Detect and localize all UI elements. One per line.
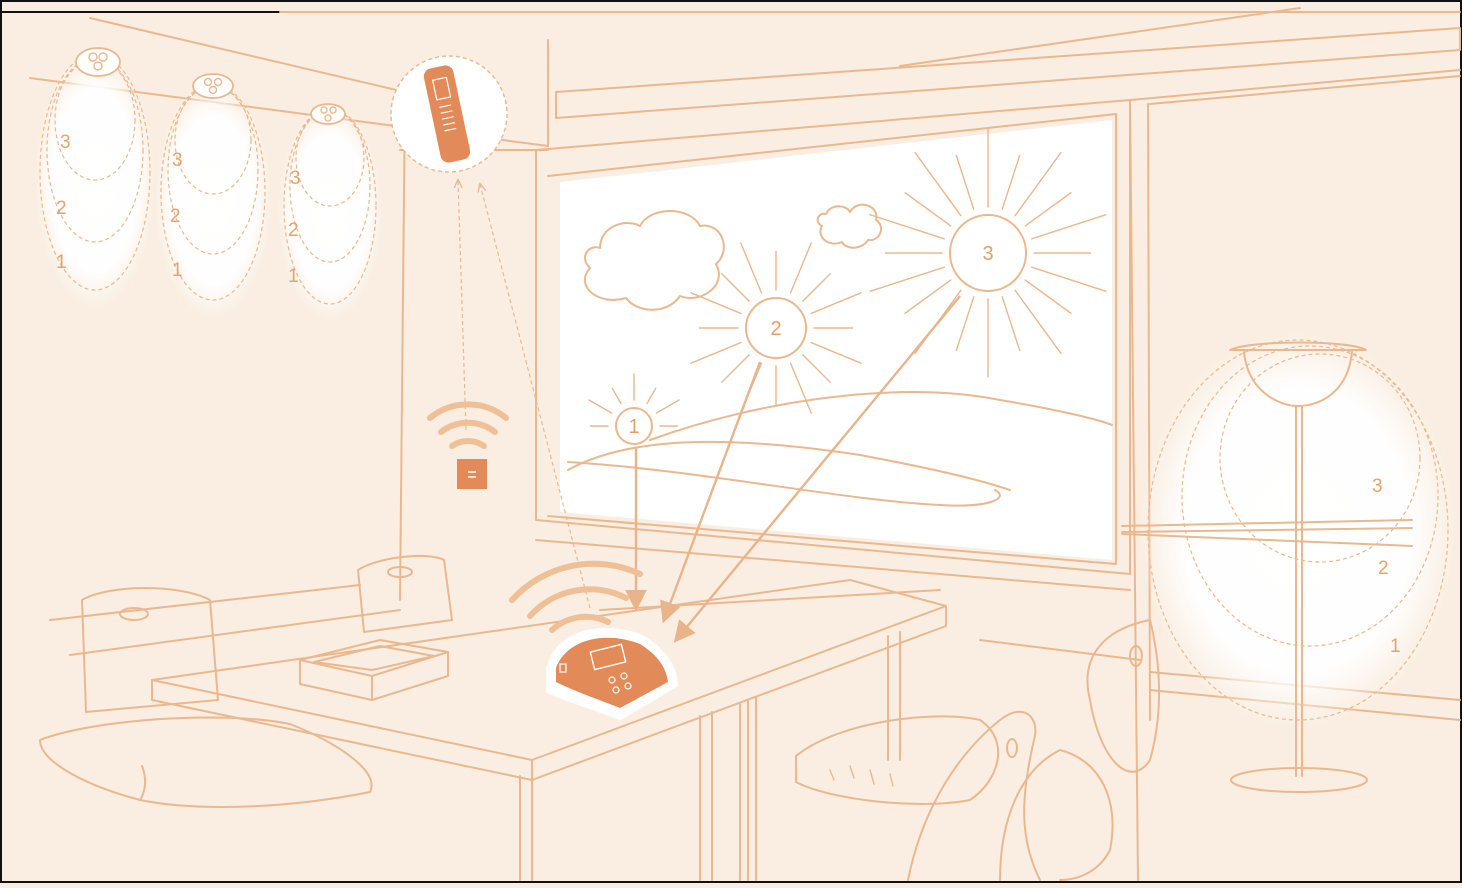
chair-back xyxy=(358,556,452,632)
level-3-label: 3 xyxy=(1372,476,1383,497)
signal-waves xyxy=(512,564,640,630)
level-1-label: 1 xyxy=(1390,636,1401,657)
controller-icon xyxy=(550,632,674,716)
level-3-label: 3 xyxy=(172,150,183,171)
sun-3-label: 3 xyxy=(982,243,993,265)
sun-1-label: 1 xyxy=(628,416,639,438)
level-2-label: 2 xyxy=(56,198,67,219)
ceiling-light-1: 3 2 1 xyxy=(35,48,155,308)
level-1-label: 1 xyxy=(56,252,67,273)
level-2-label: 2 xyxy=(288,220,299,241)
level-1-label: 1 xyxy=(288,266,299,287)
ceiling-light-2: 3 2 1 xyxy=(155,74,271,318)
level-2-label: 2 xyxy=(1378,558,1389,579)
light-sensor-icon xyxy=(391,56,507,172)
table xyxy=(152,580,946,880)
sun-2-label: 2 xyxy=(770,318,781,340)
level-3-label: 3 xyxy=(60,132,71,153)
level-2-label: 2 xyxy=(170,206,181,227)
level-1-label: 1 xyxy=(172,260,183,281)
level-3-label: 3 xyxy=(290,168,301,189)
chair-right xyxy=(796,620,1159,880)
ceiling-light-3: 3 2 1 xyxy=(278,104,382,320)
wall-switch-icon xyxy=(430,404,506,489)
floor-lamp: 3 2 1 xyxy=(1140,332,1456,792)
